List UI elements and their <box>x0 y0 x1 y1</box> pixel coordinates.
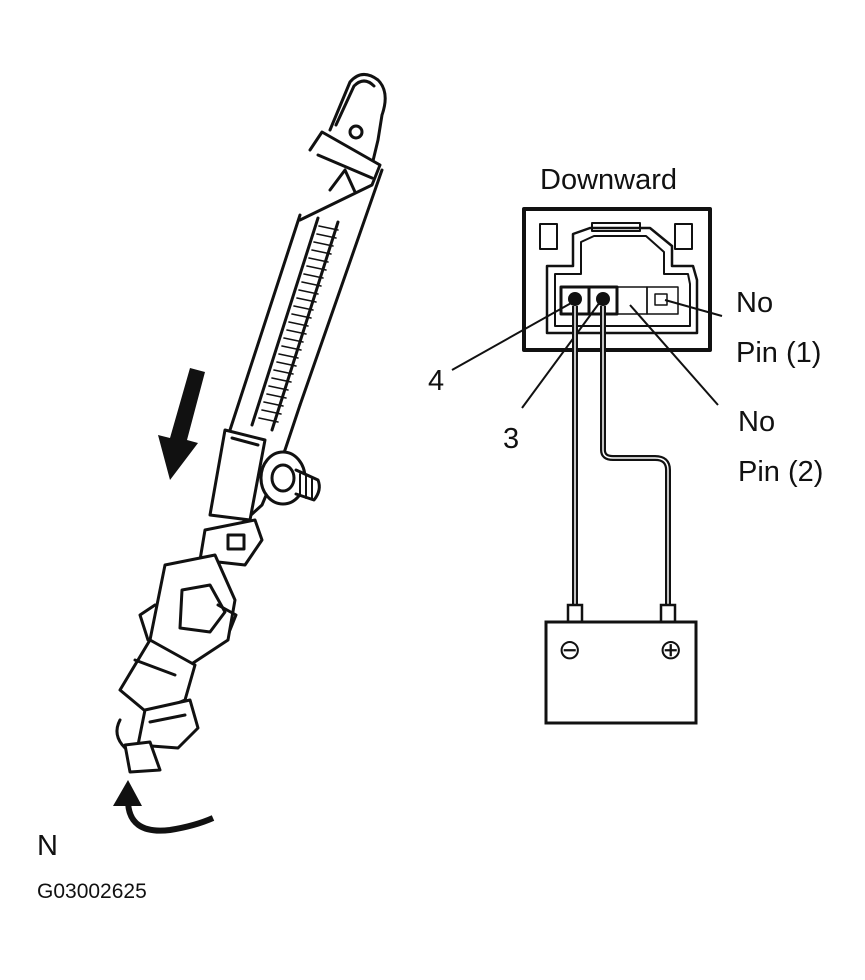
no-pin-2-label-line1: No <box>738 406 775 438</box>
screw-thread <box>258 225 339 423</box>
curved-arrow-icon <box>113 780 215 834</box>
battery-wires <box>572 306 671 605</box>
no-pin-1-label-line1: No <box>736 287 773 319</box>
battery-negative-icon: ⊖ <box>558 634 581 665</box>
connector-housing <box>522 207 712 352</box>
down-arrow-icon <box>158 368 205 480</box>
connector-direction-label: Downward <box>540 164 677 196</box>
no-pin-1-label-line2: Pin (1) <box>736 337 821 369</box>
no-pin-2-label-line2: Pin (2) <box>738 456 823 488</box>
leader-lines <box>451 299 723 409</box>
battery-positive-icon: ⊕ <box>659 634 682 665</box>
view-letter: N <box>37 830 58 862</box>
figure-code: G03002625 <box>37 880 147 903</box>
battery <box>544 603 698 725</box>
terminal-3-label: 3 <box>503 423 519 455</box>
seat-adjuster-assembly <box>115 73 387 774</box>
terminal-4-label: 4 <box>428 365 444 397</box>
